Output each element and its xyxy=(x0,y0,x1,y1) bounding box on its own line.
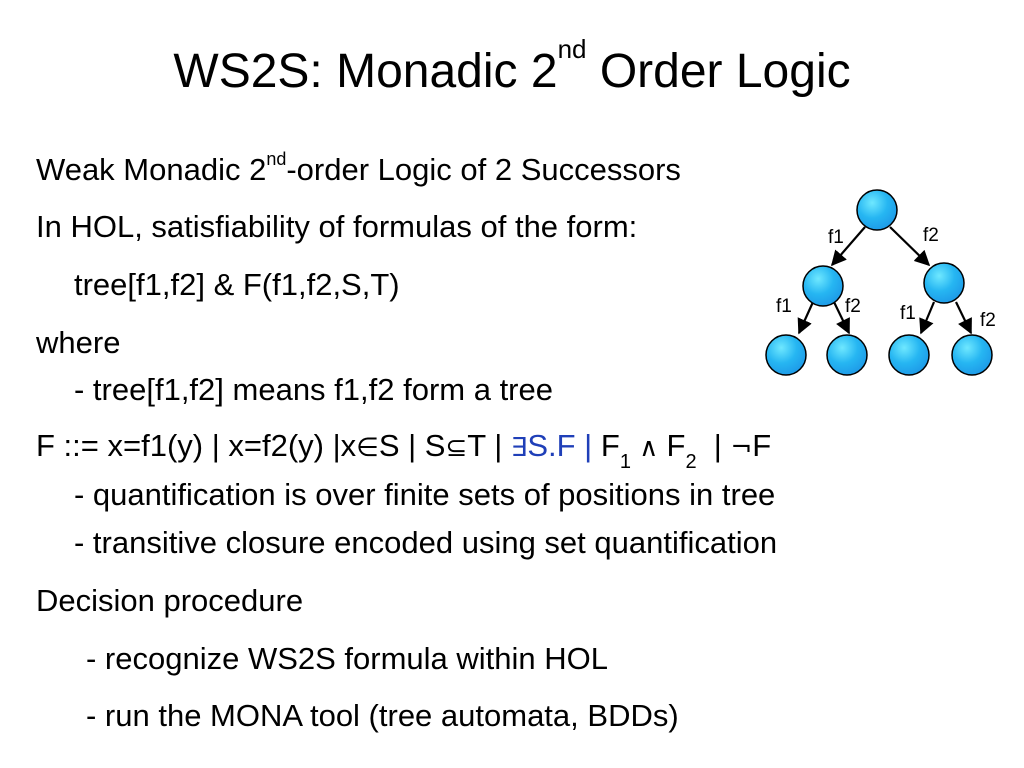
edge-left-left xyxy=(797,301,815,335)
label-left-right: f2 xyxy=(845,296,861,317)
tree-node-right xyxy=(923,262,965,304)
body-line-4: where xyxy=(36,325,121,360)
tree-node-root xyxy=(856,189,898,231)
label-right-right: f2 xyxy=(980,310,996,331)
tree-node-left-left xyxy=(765,334,807,376)
formula-part-3: T | xyxy=(467,428,511,463)
body-line-11: - run the MONA tool (tree automata, BDDs… xyxy=(86,698,679,733)
title-superscript: nd xyxy=(557,34,587,64)
edge-right-left xyxy=(919,301,936,335)
label-left-left: f1 xyxy=(776,296,792,317)
binary-tree-diagram: f1 f2 f1 f2 f1 f2 xyxy=(765,189,996,376)
label-root-right: f2 xyxy=(923,225,939,246)
formula-part-7: F xyxy=(752,428,772,463)
not-symbol: ¬ xyxy=(730,433,753,463)
body-line-1: Weak Monadic 2nd-order Logic of 2 Succes… xyxy=(36,149,681,188)
tree-node-left xyxy=(802,265,844,307)
subscript-1: 1 xyxy=(619,451,631,473)
tree-node-left-right xyxy=(826,334,868,376)
body-line-10: - recognize WS2S formula within HOL xyxy=(86,641,609,676)
edge-right-right xyxy=(955,301,972,335)
formula-part-4: F xyxy=(592,428,620,463)
element-of-symbol: ∈ xyxy=(356,433,379,463)
tree-node-right-left xyxy=(888,334,930,376)
subscript-2: 2 xyxy=(685,451,697,473)
title-prefix: WS2S: Monadic 2 xyxy=(173,45,558,98)
formula-part-1: F ::= x=f1(y) | x=f2(y) |x xyxy=(36,428,357,463)
line1-prefix: Weak Monadic 2 xyxy=(36,152,267,187)
edge-left-right xyxy=(833,301,850,335)
formula-part-2: S | S xyxy=(378,428,446,463)
exists-symbol: ∃ xyxy=(510,433,528,463)
label-right-left: f1 xyxy=(900,303,916,324)
formula-part-5: F xyxy=(666,428,686,463)
body-line-3: tree[f1,f2] & F(f1,f2,S,T) xyxy=(74,267,400,302)
tree-node-right-right xyxy=(951,334,993,376)
subset-symbol: ⊆ xyxy=(445,433,468,463)
formula-line: F ::= x=f1(y) | x=f2(y) |x∈S | S⊆T | ∃S.… xyxy=(36,428,772,472)
line1-suffix: -order Logic of 2 Successors xyxy=(286,152,681,187)
and-symbol: ∧ xyxy=(630,433,667,463)
edge-root-right xyxy=(889,226,931,267)
body-line-7: - quantification is over finite sets of … xyxy=(74,477,776,512)
formula-part-6: | xyxy=(696,428,731,463)
formula-exists-part: S.F | xyxy=(527,428,593,463)
body-line-8: - transitive closure encoded using set q… xyxy=(74,525,778,560)
slide-title: WS2S: Monadic 2nd Order Logic xyxy=(0,36,1024,102)
line1-superscript: nd xyxy=(266,149,287,169)
body-line-2: In HOL, satisfiability of formulas of th… xyxy=(36,209,638,244)
title-suffix: Order Logic xyxy=(586,45,851,98)
edge-root-left xyxy=(830,226,866,267)
body-line-9: Decision procedure xyxy=(36,583,304,618)
body-line-5: - tree[f1,f2] means f1,f2 form a tree xyxy=(74,372,553,407)
label-root-left: f1 xyxy=(828,227,844,248)
